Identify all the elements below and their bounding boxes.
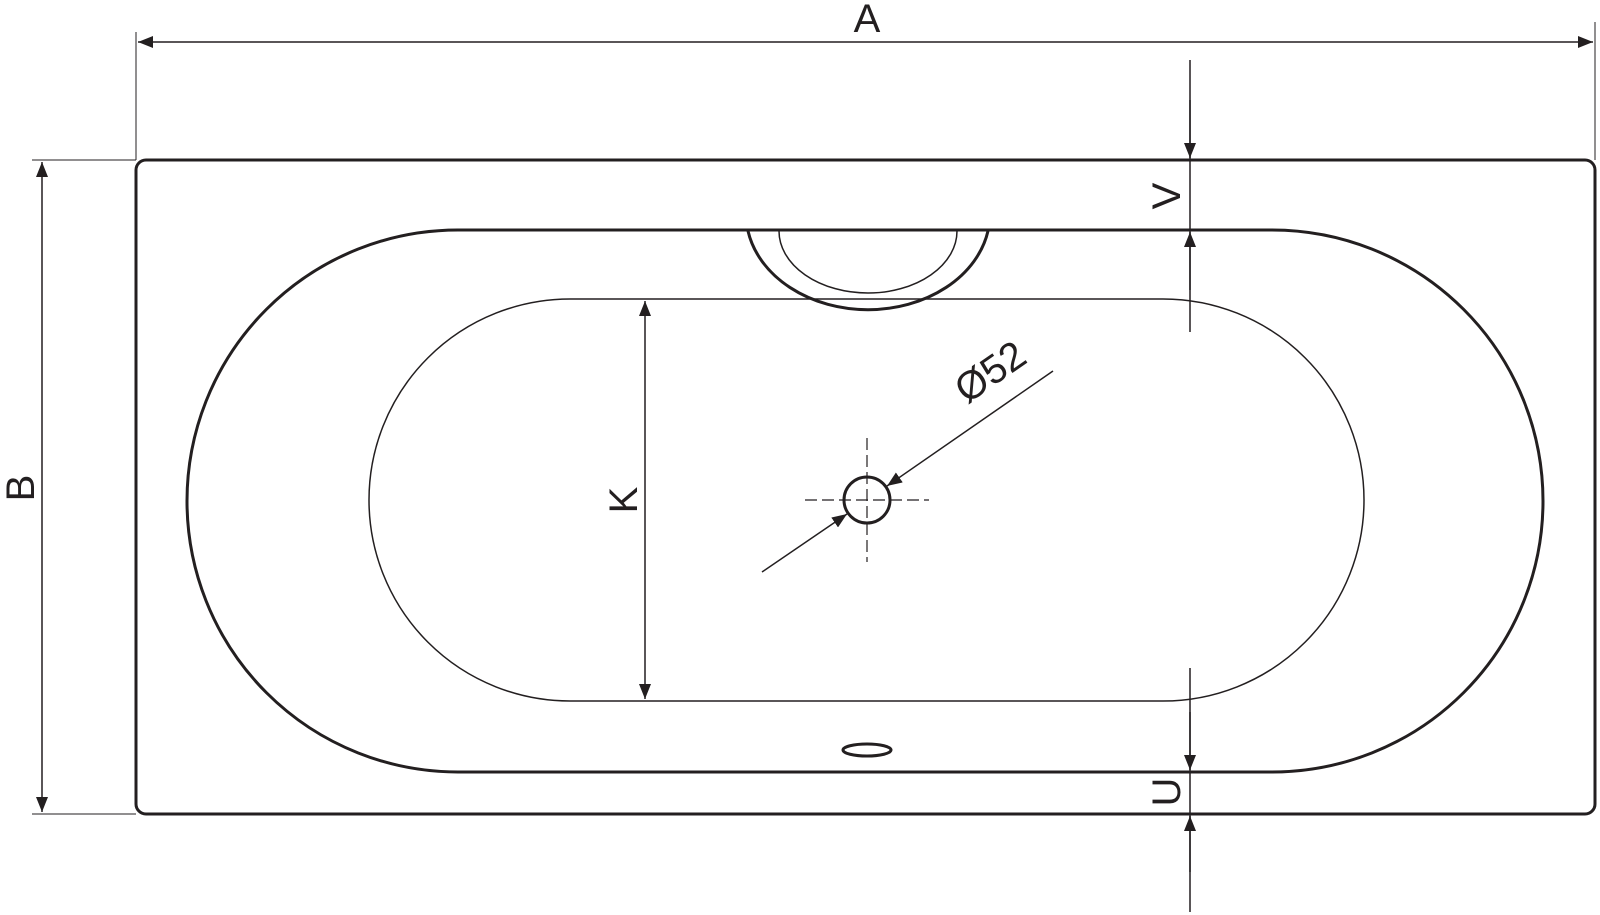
tub-floor xyxy=(368,298,1365,702)
overflow-inner-arc xyxy=(778,230,958,294)
label-b: B xyxy=(0,475,43,502)
drain-leader-upper xyxy=(886,370,1054,487)
tub-outer-rim xyxy=(134,158,1597,816)
label-u: U xyxy=(1145,778,1189,807)
label-a: A xyxy=(854,0,881,41)
handle-slot xyxy=(841,742,893,758)
drain-leader-lower xyxy=(761,513,848,573)
tub-inner-rim xyxy=(185,228,1545,774)
drain-centerlines xyxy=(805,438,929,562)
label-k: K xyxy=(602,486,646,513)
overflow-cutout xyxy=(746,230,990,312)
label-drain-diameter: Ø52 xyxy=(947,333,1034,412)
label-v: V xyxy=(1145,182,1189,209)
